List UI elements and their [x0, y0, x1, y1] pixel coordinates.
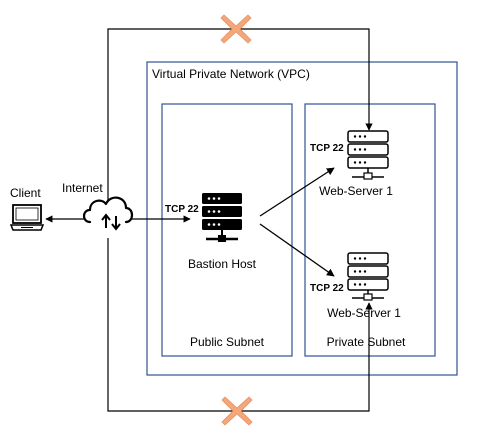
vpc-boundary: [146, 61, 458, 376]
tcp-22-webserver-top-label: TCP 22: [310, 143, 344, 154]
tcp-22-webserver-bottom-label: TCP 22: [310, 283, 344, 294]
server-rack-outline-icon: [347, 252, 389, 301]
public-subnet-label: Public Subnet: [190, 335, 265, 349]
bastion-host-label: Bastion Host: [188, 257, 257, 271]
server-rack-outline-icon: [347, 130, 389, 180]
private-subnet-label: Private Subnet: [327, 335, 406, 349]
server-rack-icon: [202, 193, 242, 242]
public-subnet-boundary: [161, 103, 293, 357]
laptop-icon: [9, 204, 45, 231]
internet-label: Internet: [62, 181, 103, 195]
x-mark-icon: [220, 14, 252, 44]
private-subnet-boundary: [304, 103, 436, 357]
vpc-label: Virtual Private Network (VPC): [152, 67, 310, 81]
bastion-webserver-top-link: [259, 167, 335, 217]
web-server-bottom-label: Web-Server 1: [327, 306, 401, 320]
web-server-top-label: Web-Server 1: [319, 184, 393, 198]
cloud-upload-download-icon: [82, 196, 134, 231]
bastion-webserver-bottom-link: [259, 223, 335, 277]
tcp-22-bastion-label: TCP 22: [165, 204, 199, 215]
x-mark-icon: [221, 396, 253, 426]
client-label: Client: [10, 186, 41, 200]
